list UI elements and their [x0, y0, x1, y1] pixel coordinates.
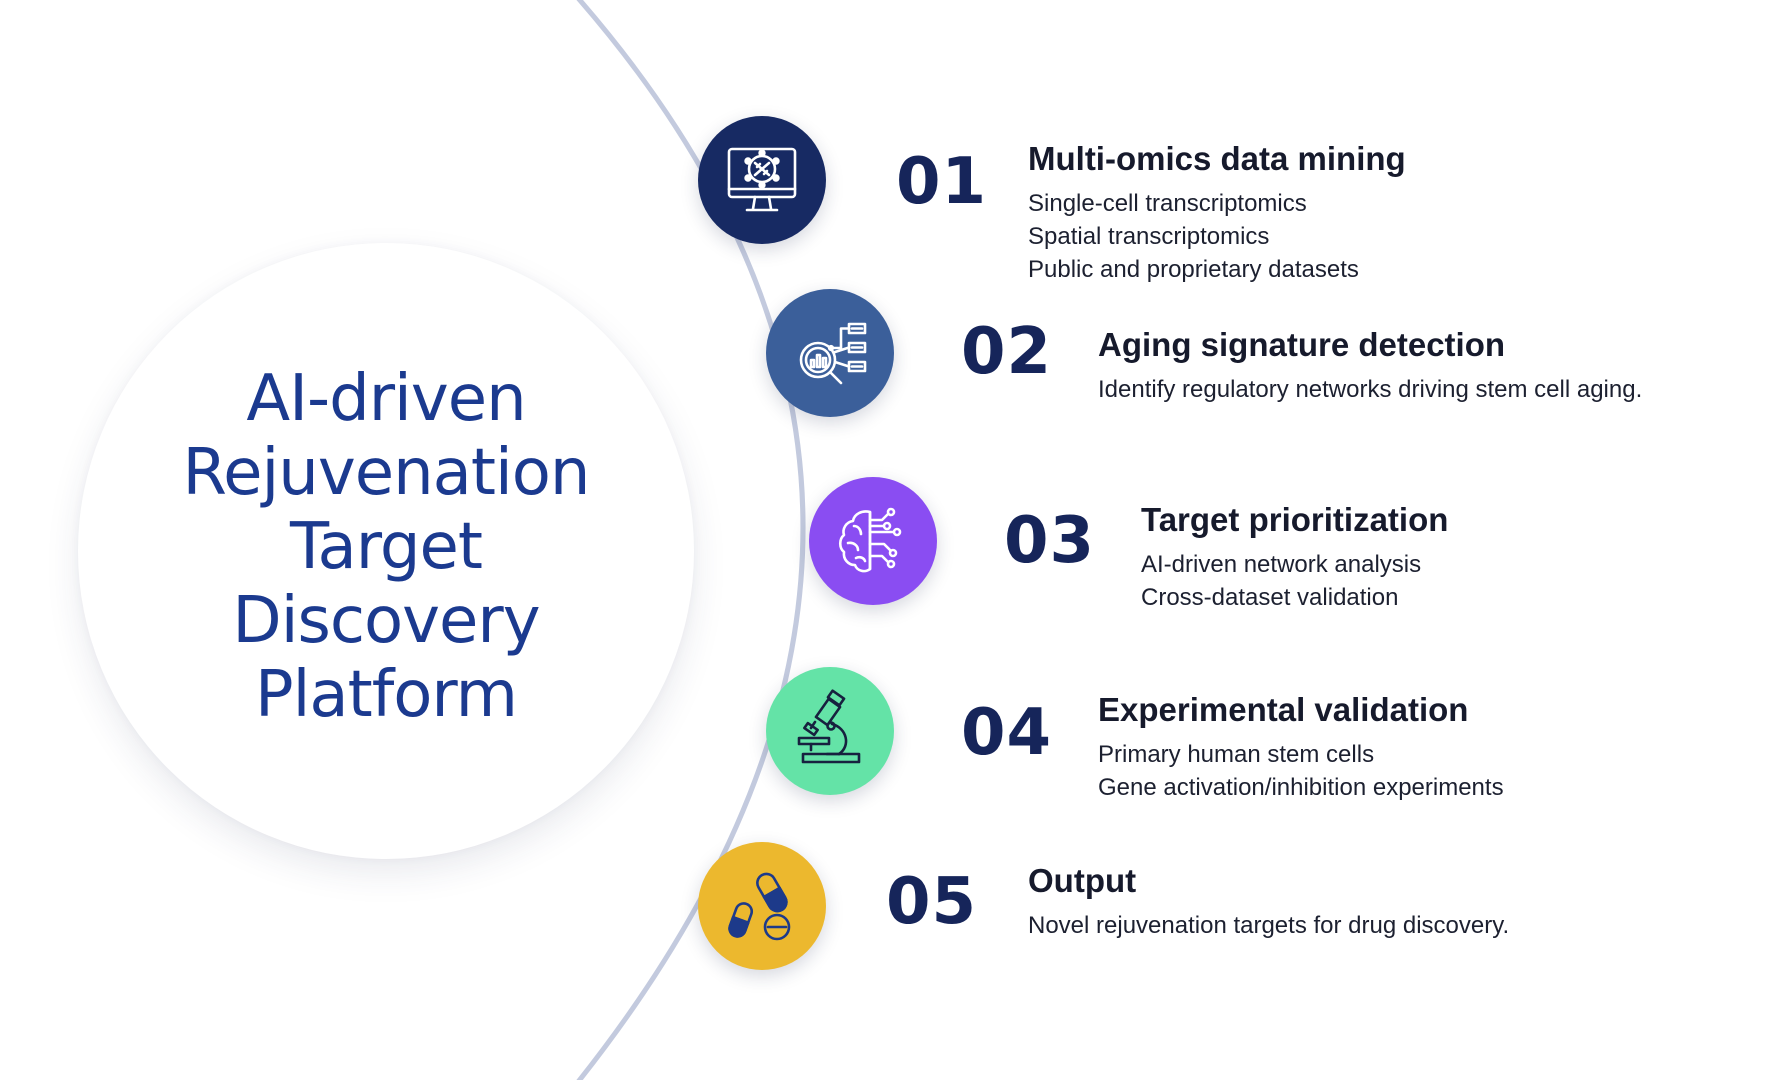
step-02-title: Aging signature detection — [1098, 326, 1506, 363]
step-01-title: Multi-omics data mining — [1028, 140, 1406, 177]
step-02-description: Identify regulatory networks driving ste… — [1098, 373, 1642, 406]
computer-dna-icon — [727, 147, 797, 212]
step-02-icon-circle — [766, 289, 894, 417]
step-04-icon-circle — [766, 667, 894, 795]
step-02-content: Aging signature detection Identify regul… — [1098, 325, 1642, 406]
step-03-number: 03 — [1004, 504, 1096, 578]
step-01-number: 01 — [896, 145, 988, 219]
platform-title-line: Discovery — [232, 584, 540, 658]
step-01-icon-circle — [698, 116, 826, 244]
step-04-line: Primary human stem cells — [1098, 741, 1375, 768]
platform-title-line: Platform — [255, 658, 518, 732]
step-04-line: Gene activation/inhibition experiments — [1098, 774, 1504, 801]
step-04-content: Experimental validation Primary human st… — [1098, 690, 1504, 804]
step-04-description: Primary human stem cells Gene activation… — [1098, 738, 1504, 804]
step-05-title: Output — [1028, 862, 1137, 899]
step-05-icon-circle — [698, 842, 826, 970]
platform-title-line: Target — [290, 510, 483, 584]
step-01-line: Single-cell transcriptomics — [1028, 190, 1307, 217]
step-01-line: Spatial transcriptomics — [1028, 223, 1270, 250]
step-03-line: Cross-dataset validation — [1141, 584, 1399, 611]
step-05-description: Novel rejuvenation targets for drug disc… — [1028, 909, 1509, 942]
step-03-line: AI-driven network analysis — [1141, 551, 1422, 578]
step-03-title: Target prioritization — [1141, 501, 1449, 538]
step-05-line: Novel rejuvenation targets for drug disc… — [1028, 912, 1510, 939]
step-01-description: Single-cell transcriptomics Spatial tran… — [1028, 187, 1406, 286]
platform-title: AI-driven Rejuvenation Target Discovery … — [126, 362, 646, 732]
brain-circuit-icon — [838, 507, 902, 573]
platform-title-line: AI-driven — [246, 362, 526, 436]
step-04-number: 04 — [961, 696, 1053, 770]
microscope-icon — [797, 689, 861, 764]
platform-title-line: Rejuvenation — [182, 436, 591, 510]
platform-circle: AI-driven Rejuvenation Target Discovery … — [78, 243, 694, 859]
step-01-content: Multi-omics data mining Single-cell tran… — [1028, 139, 1406, 286]
step-05-content: Output Novel rejuvenation targets for dr… — [1028, 861, 1509, 942]
step-02-line: Identify regulatory networks driving ste… — [1098, 376, 1643, 403]
pills-icon — [728, 872, 791, 941]
step-02-number: 02 — [961, 315, 1053, 389]
step-04-title: Experimental validation — [1098, 691, 1469, 728]
step-05-number: 05 — [886, 865, 978, 939]
step-03-content: Target prioritization AI-driven network … — [1141, 500, 1448, 614]
magnifier-analytics-icon — [799, 322, 867, 385]
step-03-icon-circle — [809, 477, 937, 605]
step-03-description: AI-driven network analysis Cross-dataset… — [1141, 548, 1448, 614]
step-01-line: Public and proprietary datasets — [1028, 256, 1359, 283]
